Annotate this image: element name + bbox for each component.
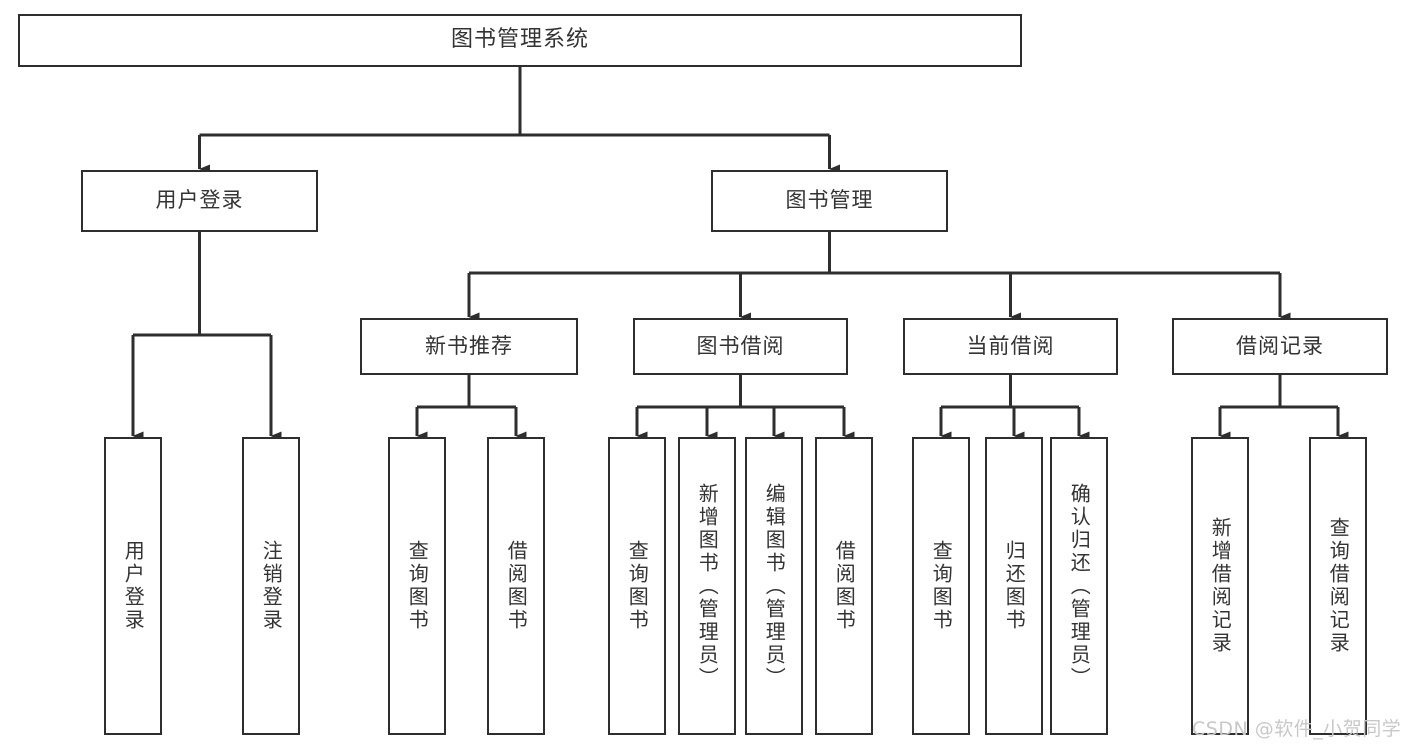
- node-label: 注销登录: [259, 540, 284, 632]
- node-label: 归还图书: [1002, 540, 1027, 632]
- node-leaf-query-book-current[interactable]: 查询图书: [912, 437, 970, 735]
- node-leaf-query-book-borrow[interactable]: 查询图书: [608, 437, 666, 735]
- node-borrow-record[interactable]: 借阅记录: [1172, 318, 1388, 375]
- node-leaf-confirm-return-admin[interactable]: 确认归还（管理员）: [1050, 437, 1108, 735]
- node-leaf-query-borrow-record[interactable]: 查询借阅记录: [1309, 437, 1367, 735]
- node-label: 新书推荐: [425, 333, 513, 358]
- node-label: 借阅图书: [832, 540, 857, 632]
- node-current-borrow[interactable]: 当前借阅: [903, 318, 1118, 375]
- node-label: 图书借阅: [696, 333, 785, 358]
- node-user-login[interactable]: 用户登录: [81, 170, 318, 232]
- node-label: 当前借阅: [966, 333, 1055, 358]
- node-label: 编辑图书（管理员）: [762, 482, 787, 690]
- node-new-book-recommend[interactable]: 新书推荐: [360, 318, 578, 375]
- node-label: 查询图书: [929, 540, 954, 632]
- node-label: 用户登录: [155, 188, 244, 213]
- watermark-csdn: CSDN @软件_小贺同学: [1192, 718, 1402, 740]
- node-leaf-borrow-book-rec[interactable]: 借阅图书: [487, 437, 545, 735]
- node-leaf-return-book[interactable]: 归还图书: [985, 437, 1043, 735]
- node-label: 用户登录: [121, 540, 146, 632]
- node-label: 借阅图书: [504, 540, 529, 632]
- node-leaf-edit-book-admin[interactable]: 编辑图书（管理员）: [745, 437, 803, 735]
- node-leaf-borrow-book[interactable]: 借阅图书: [815, 437, 873, 735]
- node-leaf-user-logout[interactable]: 注销登录: [242, 437, 300, 735]
- node-label: 查询图书: [625, 540, 650, 632]
- node-leaf-query-book-rec[interactable]: 查询图书: [388, 437, 446, 735]
- node-label: 图书管理: [785, 188, 874, 213]
- node-root[interactable]: 图书管理系统: [18, 14, 1022, 67]
- node-leaf-add-book-admin[interactable]: 新增图书（管理员）: [678, 437, 736, 735]
- node-book-borrow[interactable]: 图书借阅: [633, 318, 848, 375]
- node-label: 确认归还（管理员）: [1067, 482, 1092, 690]
- node-label: 查询借阅记录: [1326, 517, 1351, 655]
- connector-lines: [131, 67, 1349, 441]
- node-leaf-user-login[interactable]: 用户登录: [104, 437, 162, 735]
- node-label: 新增借阅记录: [1208, 517, 1233, 655]
- node-label: 图书管理系统: [450, 27, 589, 53]
- node-label: 新增图书（管理员）: [695, 482, 720, 690]
- node-book-manage[interactable]: 图书管理: [711, 170, 948, 232]
- node-label: 借阅记录: [1236, 333, 1324, 358]
- node-leaf-add-borrow-record[interactable]: 新增借阅记录: [1191, 437, 1249, 735]
- node-label: 查询图书: [405, 540, 430, 632]
